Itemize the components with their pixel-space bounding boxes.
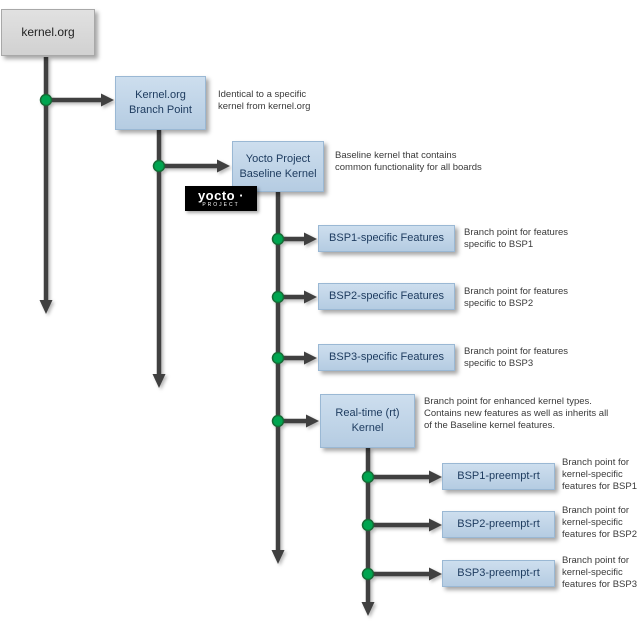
arrowhead-to-rt [306,414,319,428]
branch-dot-kernelorg [39,93,53,107]
note-branch-point: Identical to a specific kernel from kern… [218,89,311,112]
node-kernel-org-label: kernel.org [21,25,75,40]
branch-dot-rt [271,414,285,428]
yocto-project-logo: yocto · PROJECT [185,186,257,211]
arrowhead-to-baseline [217,159,230,173]
note-bsp3-preempt-rt: Branch point for kernel-specific feature… [562,555,637,590]
node-bsp2-features: BSP2-specific Features [318,283,455,310]
node-bsp3-preempt-rt-label: BSP3-preempt-rt [457,567,540,580]
arrowhead-down-branchpoint [152,374,166,388]
arrowhead-to-bsp2-rt [429,518,442,532]
arrowhead-to-bsp2 [304,290,317,304]
arrowhead-to-bsp1-rt [429,470,442,484]
note-baseline-kernel: Baseline kernel that contains common fun… [335,150,482,173]
node-baseline-kernel-label: Yocto Project Baseline Kernel [239,152,317,180]
node-bsp2-features-label: BSP2-specific Features [329,290,444,303]
branch-dot-bsp3 [271,351,285,365]
node-bsp1-preempt-rt: BSP1-preempt-rt [442,463,555,490]
arrowhead-down-kernelorg [39,300,53,314]
yocto-logo-title: yocto · [197,188,245,203]
node-branch-point: Kernel.org Branch Point [115,76,206,130]
branch-dot-bsp1-rt [361,470,375,484]
note-bsp2-preempt-rt: Branch point for kernel-specific feature… [562,505,637,540]
note-bsp1-features: Branch point for features specific to BS… [464,227,569,250]
note-bsp1-preempt-rt: Branch point for kernel-specific feature… [562,457,637,492]
node-kernel-org: kernel.org [1,9,95,56]
note-rt-kernel: Branch point for enhanced kernel types. … [424,396,609,431]
node-bsp1-features-label: BSP1-specific Features [329,232,444,245]
node-bsp3-features: BSP3-specific Features [318,344,455,371]
branch-dot-bsp1 [271,232,285,246]
branch-dot-branchpoint [152,159,166,173]
branch-dot-bsp2-rt [361,518,375,532]
node-branch-point-label: Kernel.org Branch Point [129,89,192,116]
note-bsp3-features: Branch point for features specific to BS… [464,346,569,369]
branch-dot-bsp3-rt [361,567,375,581]
node-baseline-kernel: Yocto Project Baseline Kernel [232,141,324,192]
note-bsp2-features: Branch point for features specific to BS… [464,286,569,309]
node-rt-kernel-label: Real-time (rt) Kernel [335,407,400,434]
node-rt-kernel: Real-time (rt) Kernel [320,394,415,448]
arrowhead-down-baseline [271,550,285,564]
branch-dot-bsp2 [271,290,285,304]
node-bsp3-features-label: BSP3-specific Features [329,351,444,364]
node-bsp1-preempt-rt-label: BSP1-preempt-rt [457,470,540,483]
node-bsp3-preempt-rt: BSP3-preempt-rt [442,560,555,587]
arrowheads [39,93,442,616]
node-bsp1-features: BSP1-specific Features [318,225,455,252]
branch-dots [39,93,375,581]
arrowhead-down-rt [361,602,375,616]
node-bsp2-preempt-rt: BSP2-preempt-rt [442,511,555,538]
arrowhead-to-bsp1 [304,232,317,246]
arrowhead-to-bsp3 [304,351,317,365]
yocto-logo-subtitle: PROJECT [202,202,240,208]
arrowhead-to-branch-point [101,93,114,107]
arrowhead-to-bsp3-rt [429,567,442,581]
node-bsp2-preempt-rt-label: BSP2-preempt-rt [457,518,540,531]
